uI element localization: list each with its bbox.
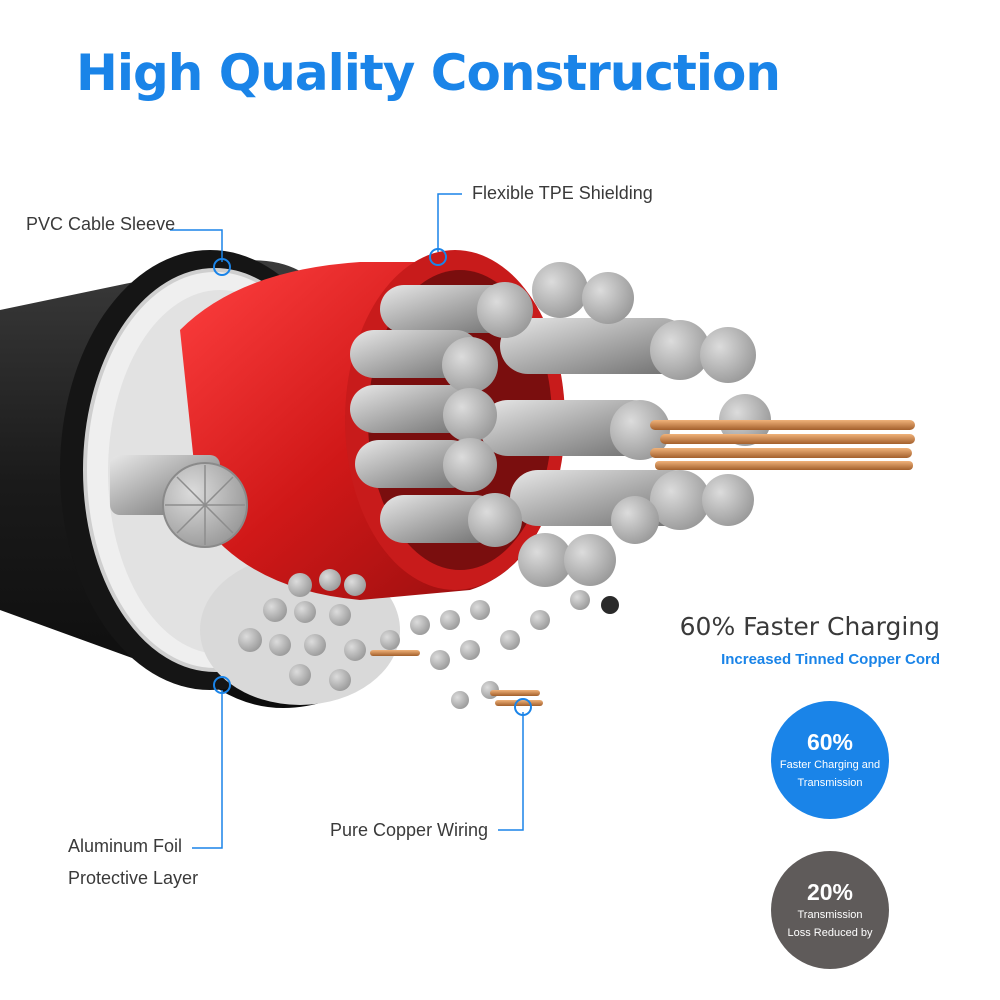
foil-callout-label-line1: Aluminum Foil: [68, 836, 183, 856]
copper-callout-dot: [514, 698, 532, 716]
badge-line1: Transmission: [797, 909, 863, 921]
feature-subtitle: Increased Tinned Copper Cord: [721, 651, 940, 668]
foil-callout-line: [192, 690, 223, 849]
copper-callout-label: Pure Copper Wiring: [330, 820, 489, 840]
small-wire-bundle: [238, 569, 619, 709]
silver-wire-strands: [350, 262, 771, 587]
tpe-callout-label: Flexible TPE Shielding: [472, 183, 653, 203]
feature-title: 60% Faster Charging: [679, 612, 940, 641]
pvc-callout-label: PVC Cable Sleeve: [26, 214, 176, 234]
pvc-callout-dot: [213, 258, 231, 276]
tpe-callout-dot: [429, 248, 447, 266]
copper-wires: [650, 420, 915, 470]
badge-value: 60%: [806, 729, 854, 755]
badge-line1: Faster Charging and: [779, 759, 881, 771]
foil-callout-label-line2: Protective Layer: [68, 868, 199, 888]
badge-line2: Loss Reduced by: [787, 927, 873, 939]
foil-callout-dot: [213, 676, 231, 694]
badge-line2: Transmission: [797, 777, 863, 789]
copper-callout-line: [498, 712, 524, 831]
badge-value: 20%: [806, 879, 854, 905]
faster-charging-badge: 60% Faster Charging and Transmission: [771, 701, 889, 819]
tpe-callout-line: [437, 193, 462, 252]
loss-reduced-badge: 20% Transmission Loss Reduced by: [771, 851, 889, 969]
page-title: High Quality Construction: [76, 44, 781, 102]
pvc-callout-line: [170, 229, 223, 262]
